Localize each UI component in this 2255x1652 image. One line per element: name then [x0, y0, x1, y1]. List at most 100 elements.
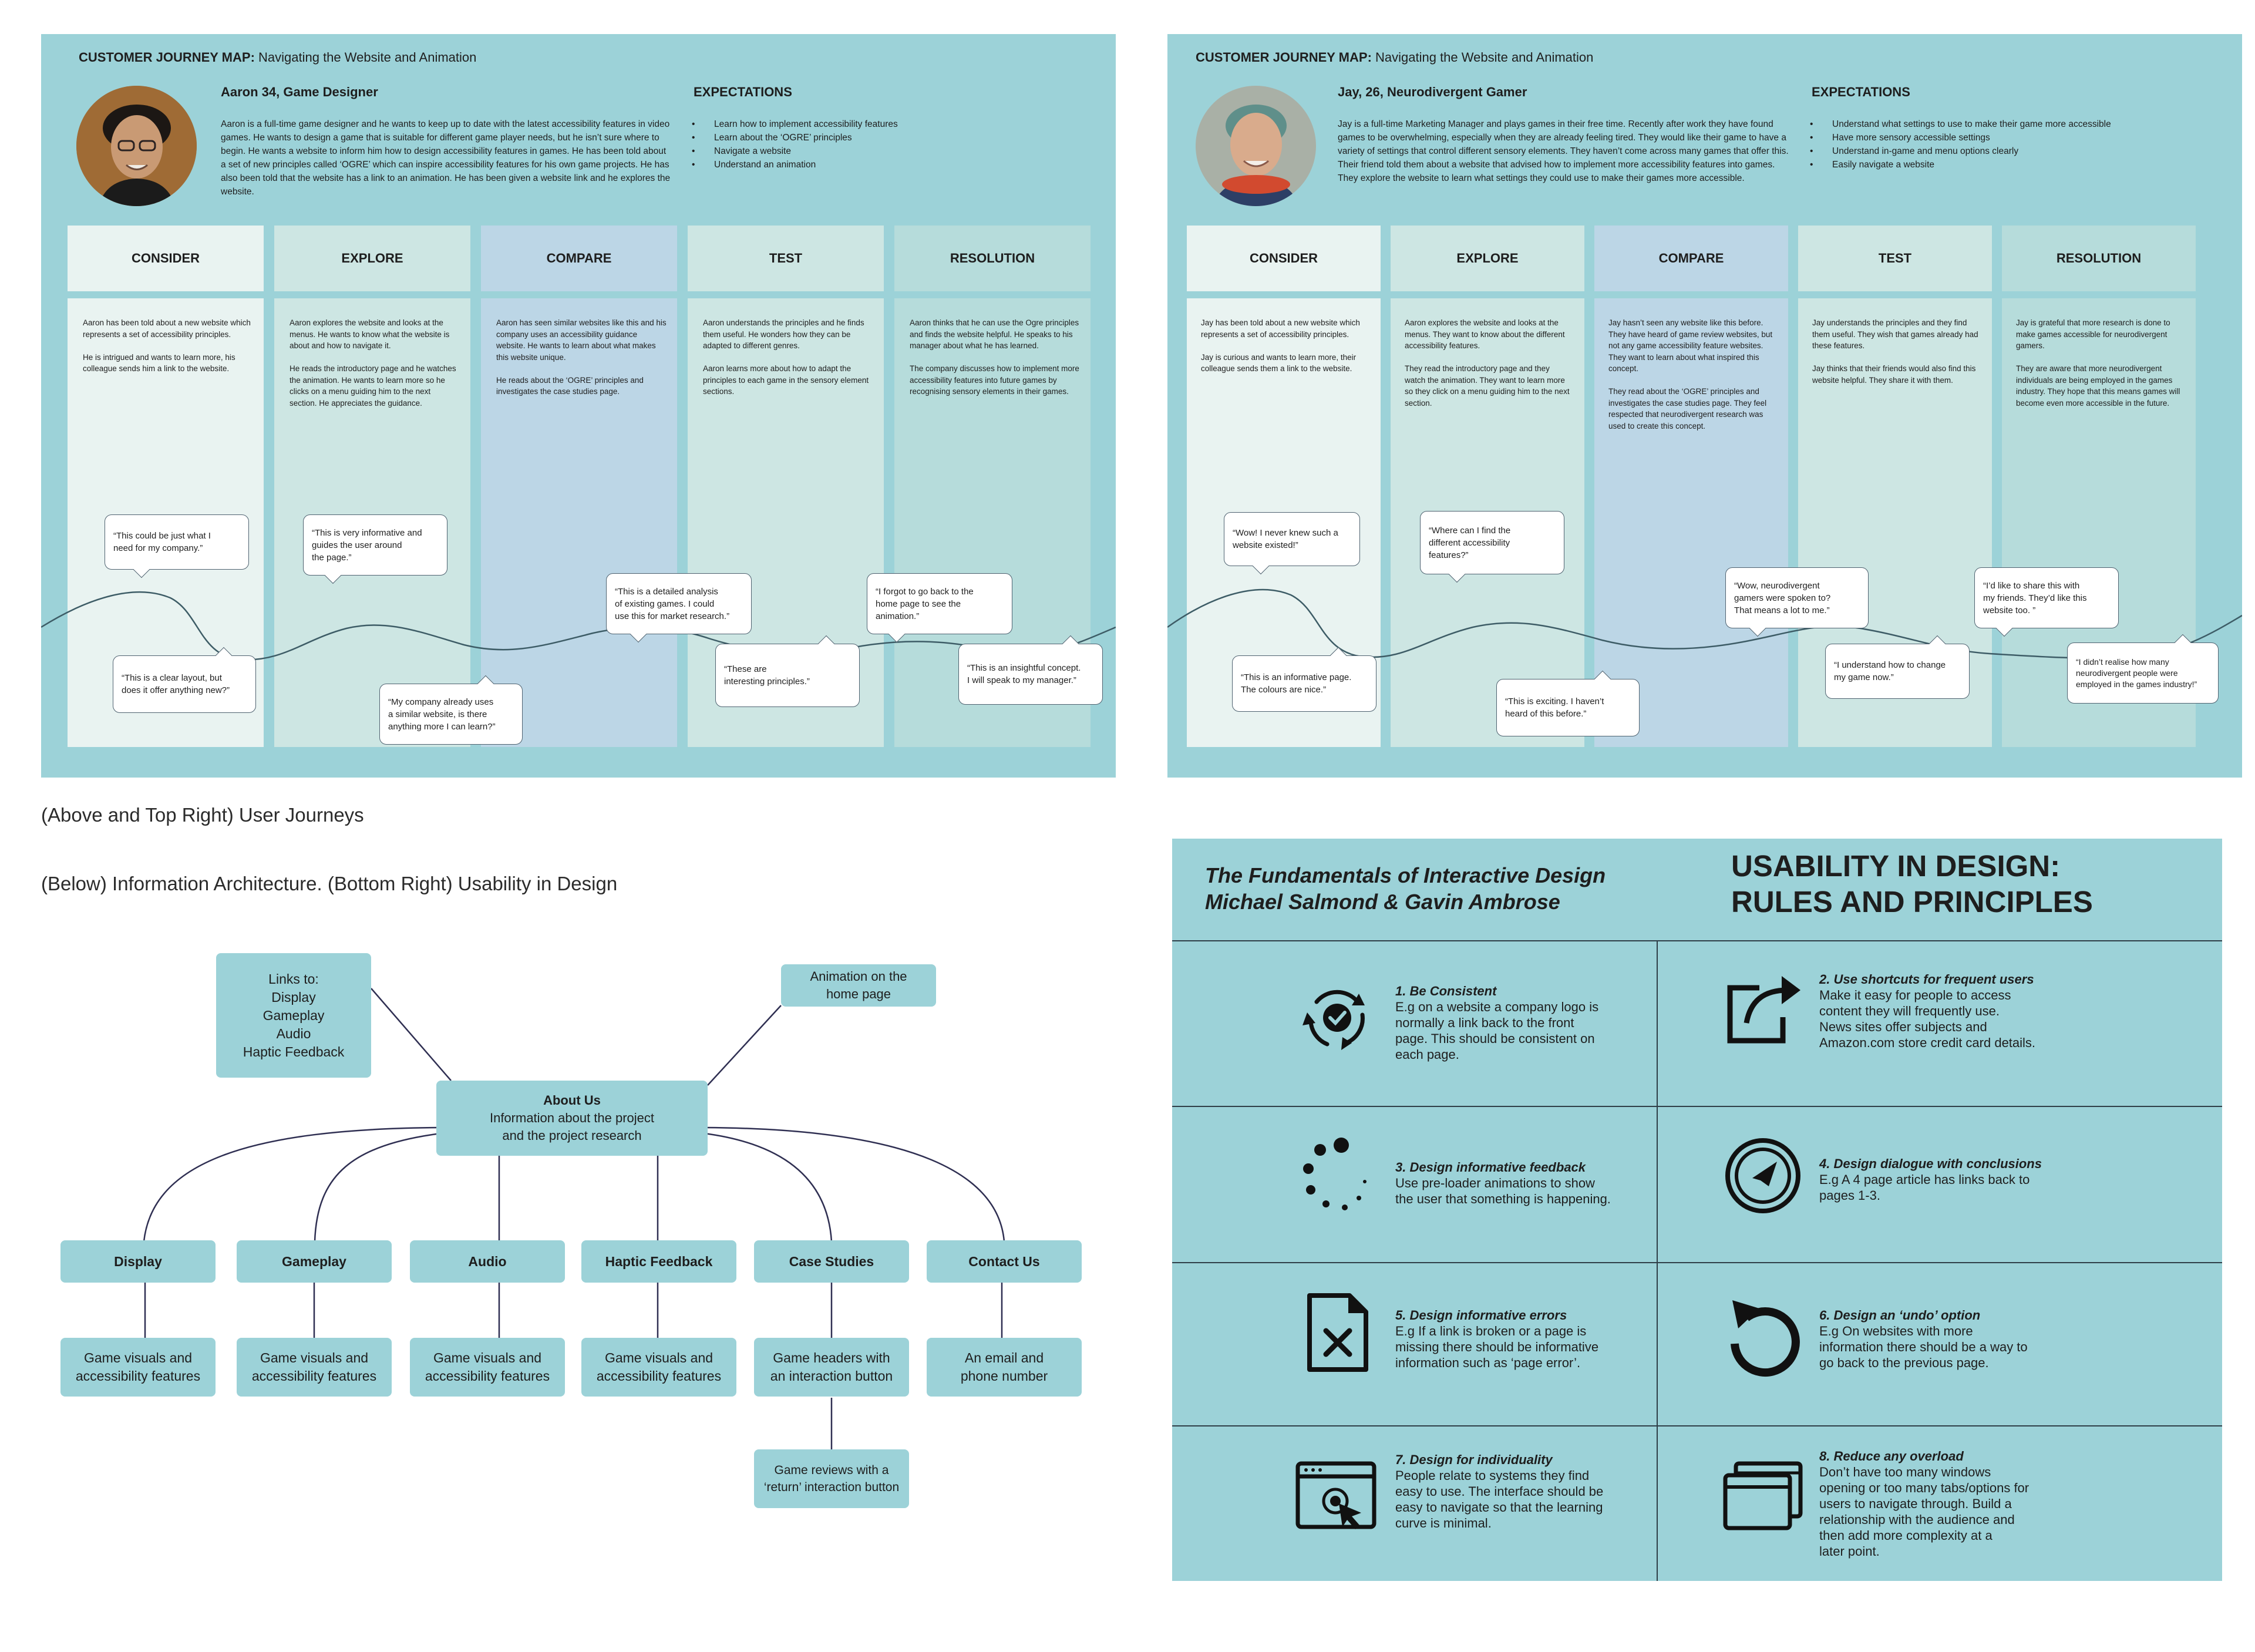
rule-text: 4. Design dialogue with conclusions E.g … — [1819, 1156, 2072, 1203]
quote-bubble: “This is an informative page. The colour… — [1232, 647, 1376, 712]
rule-heading: Design an ‘undo’ option — [1833, 1308, 1981, 1323]
rule-number: 3. — [1395, 1160, 1406, 1175]
rule-body: Don’t have too many windows opening or t… — [1819, 1465, 2030, 1559]
expectation-item: Learn how to implement accessibility fea… — [692, 117, 898, 131]
avatar — [1196, 86, 1316, 206]
rule-number: 8. — [1819, 1449, 1830, 1463]
rule-8: 8. Reduce any overload Don’t have too ma… — [1657, 1426, 2182, 1581]
quote-bubble: “I forgot to go back to the home page to… — [867, 573, 1012, 643]
ia-leaf-case-reviews: Game reviews with a ‘return’ interaction… — [754, 1449, 909, 1508]
rule-heading: Reduce any overload — [1833, 1449, 1964, 1463]
stage-text: Aaron thinks that he can use the Ogre pr… — [910, 318, 1079, 396]
ia-node-audio: Audio — [410, 1240, 565, 1283]
ia-leaf: Game visuals and accessibility features — [410, 1338, 565, 1397]
stacked-windows-icon — [1723, 1461, 1803, 1530]
expectations-title: EXPECTATIONS — [1812, 85, 1910, 99]
quote-text: “This is exciting. I haven’t heard of th… — [1505, 697, 1604, 719]
stage-text: Aaron has been told about a new website … — [83, 318, 251, 373]
about-us-title: About Us — [543, 1093, 601, 1108]
quote-bubble: “Where can I find the different accessib… — [1420, 511, 1564, 583]
expectation-item: Have more sensory accessible settings — [1810, 131, 2111, 144]
rule-3: 3. Design informative feedback Use pre-l… — [1172, 1106, 1697, 1263]
quote-bubble: “This is exciting. I haven’t heard of th… — [1496, 670, 1640, 736]
quote-text: “I’d like to share this with my friends.… — [1983, 580, 2087, 615]
ia-node-animation: Animation on the home page — [781, 964, 936, 1007]
rule-text: 5. Design informative errors E.g If a li… — [1395, 1307, 1648, 1371]
rule-body: E.g on a website a company logo is norma… — [1395, 1000, 1599, 1062]
persona-bio: Aaron is a full-time game designer and h… — [221, 119, 671, 197]
quote-text: “This is an informative page. The colour… — [1241, 672, 1352, 695]
expectation-item: Understand an animation — [692, 158, 898, 171]
rule-heading: Design dialogue with conclusions — [1833, 1156, 2042, 1171]
ia-leaf: Game visuals and accessibility features — [60, 1338, 216, 1397]
ia-node-gameplay: Gameplay — [237, 1240, 392, 1283]
rule-heading: Use shortcuts for frequent users — [1833, 972, 2034, 987]
undo-icon — [1731, 1300, 1800, 1377]
journey-map-aaron: Customer Journey Map: Navigating the Web… — [41, 34, 1116, 778]
rule-body: E.g On websites with more information th… — [1819, 1324, 2028, 1370]
quote-text: “This is a detailed analysis of existing… — [615, 586, 730, 621]
persona-name: Aaron 34, Game Designer — [221, 85, 378, 99]
journey-map-jay: Customer Journey Map: Navigating the Web… — [1167, 34, 2242, 778]
rule-heading: Design informative feedback — [1409, 1160, 1586, 1175]
stage-text: Jay understands the principles and they … — [1812, 318, 1978, 385]
quote-text: “This could be just what I need for my c… — [113, 531, 211, 553]
stage-label: EXPLORE — [274, 226, 470, 291]
stage-body — [481, 298, 677, 747]
browser-click-icon — [1295, 1461, 1376, 1529]
ia-node-contact-us: Contact Us — [927, 1240, 1082, 1283]
quote-text: “This is an insightful concept. I will s… — [967, 663, 1081, 685]
stage-text: Jay has been told about a new website wh… — [1201, 318, 1360, 373]
rule-body: E.g If a link is broken or a page is mis… — [1395, 1324, 1599, 1370]
rule-5: 5. Design informative errors E.g If a li… — [1172, 1263, 1697, 1426]
usability-title: USABILITY IN DESIGN: RULES AND PRINCIPLE… — [1731, 849, 2093, 918]
journey-curve — [41, 591, 1116, 661]
rule-heading: Be Consistent — [1409, 984, 1497, 998]
quote-text: “Where can I find the different accessib… — [1429, 525, 1511, 560]
ia-node-haptic-feedback: Haptic Feedback — [581, 1240, 736, 1283]
quote-bubble: “Wow, neurodivergent gamers were spoken … — [1725, 567, 1869, 637]
stage-label: CONSIDER — [1187, 226, 1381, 291]
stage-body — [1594, 298, 1788, 747]
usability-panel: The Fundamentals of Interactive Design M… — [1172, 839, 2222, 1581]
quote-text: “I forgot to go back to the home page to… — [876, 586, 974, 621]
quote-text: “My company already uses a similar websi… — [388, 697, 496, 732]
expectations-title: EXPECTATIONS — [694, 85, 792, 99]
ia-node-links: Links to: Display Gameplay Audio Haptic … — [216, 953, 371, 1078]
ia-connectors — [143, 988, 1005, 1449]
rule-number: 1. — [1395, 984, 1406, 998]
quote-bubble: “This is a clear layout, but does it off… — [113, 647, 256, 713]
stage-text: Aaron explores the website and looks at … — [1405, 318, 1570, 408]
stage-label: RESOLUTION — [2002, 226, 2196, 291]
stage-label: COMPARE — [1594, 226, 1788, 291]
quote-text: “Wow, neurodivergent gamers were spoken … — [1734, 580, 1831, 615]
stage-text: Aaron explores the website and looks at … — [290, 318, 456, 408]
rule-number: 7. — [1395, 1452, 1406, 1467]
rule-body: Make it easy for people to access conten… — [1819, 988, 2036, 1050]
rule-body: People relate to systems they find easy … — [1395, 1468, 1604, 1530]
expectation-item: Easily navigate a website — [1810, 158, 2111, 171]
rule-body: Use pre-loader animations to show the us… — [1395, 1176, 1611, 1206]
expectation-item: Navigate a website — [692, 144, 898, 158]
ia-leaf: Game visuals and accessibility features — [237, 1338, 392, 1397]
rule-body: E.g A 4 page article has links back to p… — [1819, 1172, 2030, 1203]
quote-text: “This is a clear layout, but does it off… — [122, 673, 230, 695]
quote-bubble: “This could be just what I need for my c… — [105, 514, 249, 578]
rule-text: 1. Be Consistent E.g on a website a comp… — [1395, 983, 1648, 1062]
rule-number: 4. — [1819, 1156, 1830, 1171]
quote-text: “I understand how to change my game now.… — [1834, 660, 1946, 682]
journey-header: Customer Journey Map: Navigating the Web… — [1196, 50, 1594, 65]
refresh-check-icon — [1302, 990, 1365, 1050]
quote-bubble: “I didn’t realise how many neurodivergen… — [2067, 634, 2219, 704]
stage-text: Aaron has seen similar websites like thi… — [496, 318, 667, 396]
stage-text: Aaron understands the principles and he … — [703, 318, 869, 396]
journey-curve — [1167, 588, 2242, 660]
expectations-list: Understand what settings to use to make … — [1810, 117, 2111, 171]
loading-dots-icon — [1303, 1138, 1367, 1210]
avatar — [76, 86, 197, 206]
rule-text: 3. Design informative feedback Use pre-l… — [1395, 1159, 1648, 1207]
rule-text: 2. Use shortcuts for frequent users Make… — [1819, 971, 2072, 1051]
rule-heading: Design for individuality — [1409, 1452, 1553, 1467]
ia-leaf: Game visuals and accessibility features — [581, 1338, 736, 1397]
rule-number: 2. — [1819, 972, 1830, 987]
